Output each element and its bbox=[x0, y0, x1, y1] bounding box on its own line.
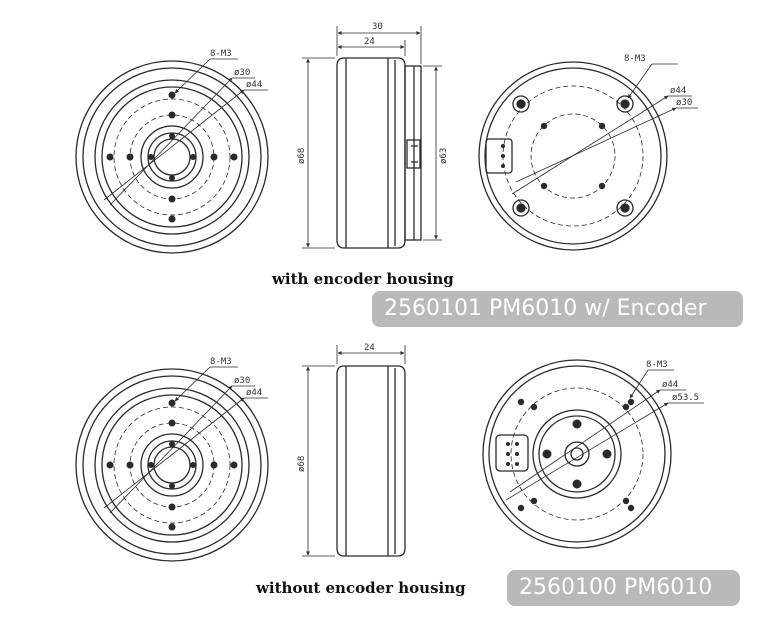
front-top-d44-label: ø44 bbox=[246, 80, 262, 90]
back-view-bottom bbox=[482, 359, 704, 549]
side-bottom-width-body: 24 bbox=[364, 343, 375, 353]
side-view-bottom bbox=[302, 345, 406, 557]
side-top-d63: ø63 bbox=[439, 148, 449, 164]
back-top-d30-label: ø30 bbox=[676, 98, 692, 108]
back-bottom-d44-label: ø44 bbox=[662, 380, 678, 390]
top-section-label: with encoder housing bbox=[271, 270, 454, 288]
side-bottom-d68: ø68 bbox=[297, 456, 307, 472]
front-top-holes-label: 8-M3 bbox=[210, 49, 232, 59]
side-view-top bbox=[302, 26, 442, 249]
side-top-d68: ø68 bbox=[297, 148, 307, 164]
back-top-holes-label: 8-M3 bbox=[624, 54, 646, 64]
front-view-bottom bbox=[75, 366, 269, 562]
top-model-badge: 2560101 PM6010 w/ Encoder bbox=[372, 291, 743, 327]
side-top-width-body: 24 bbox=[364, 37, 375, 47]
back-bottom-d535-label: ø53.5 bbox=[672, 393, 699, 403]
bottom-model-badge: 2560100 PM6010 bbox=[507, 570, 740, 606]
front-bottom-holes-label: 8-M3 bbox=[210, 357, 232, 367]
front-view-top bbox=[75, 58, 269, 254]
front-bottom-d44-label: ø44 bbox=[246, 388, 262, 398]
side-top-width-total: 30 bbox=[372, 22, 383, 32]
back-bottom-holes-label: 8-M3 bbox=[646, 360, 668, 370]
front-top-d30-label: ø30 bbox=[234, 68, 250, 78]
back-view-top bbox=[478, 61, 698, 251]
back-top-d44-label: ø44 bbox=[670, 86, 686, 96]
front-bottom-d30-label: ø30 bbox=[234, 376, 250, 386]
bottom-section-label: without encoder housing bbox=[255, 579, 466, 597]
